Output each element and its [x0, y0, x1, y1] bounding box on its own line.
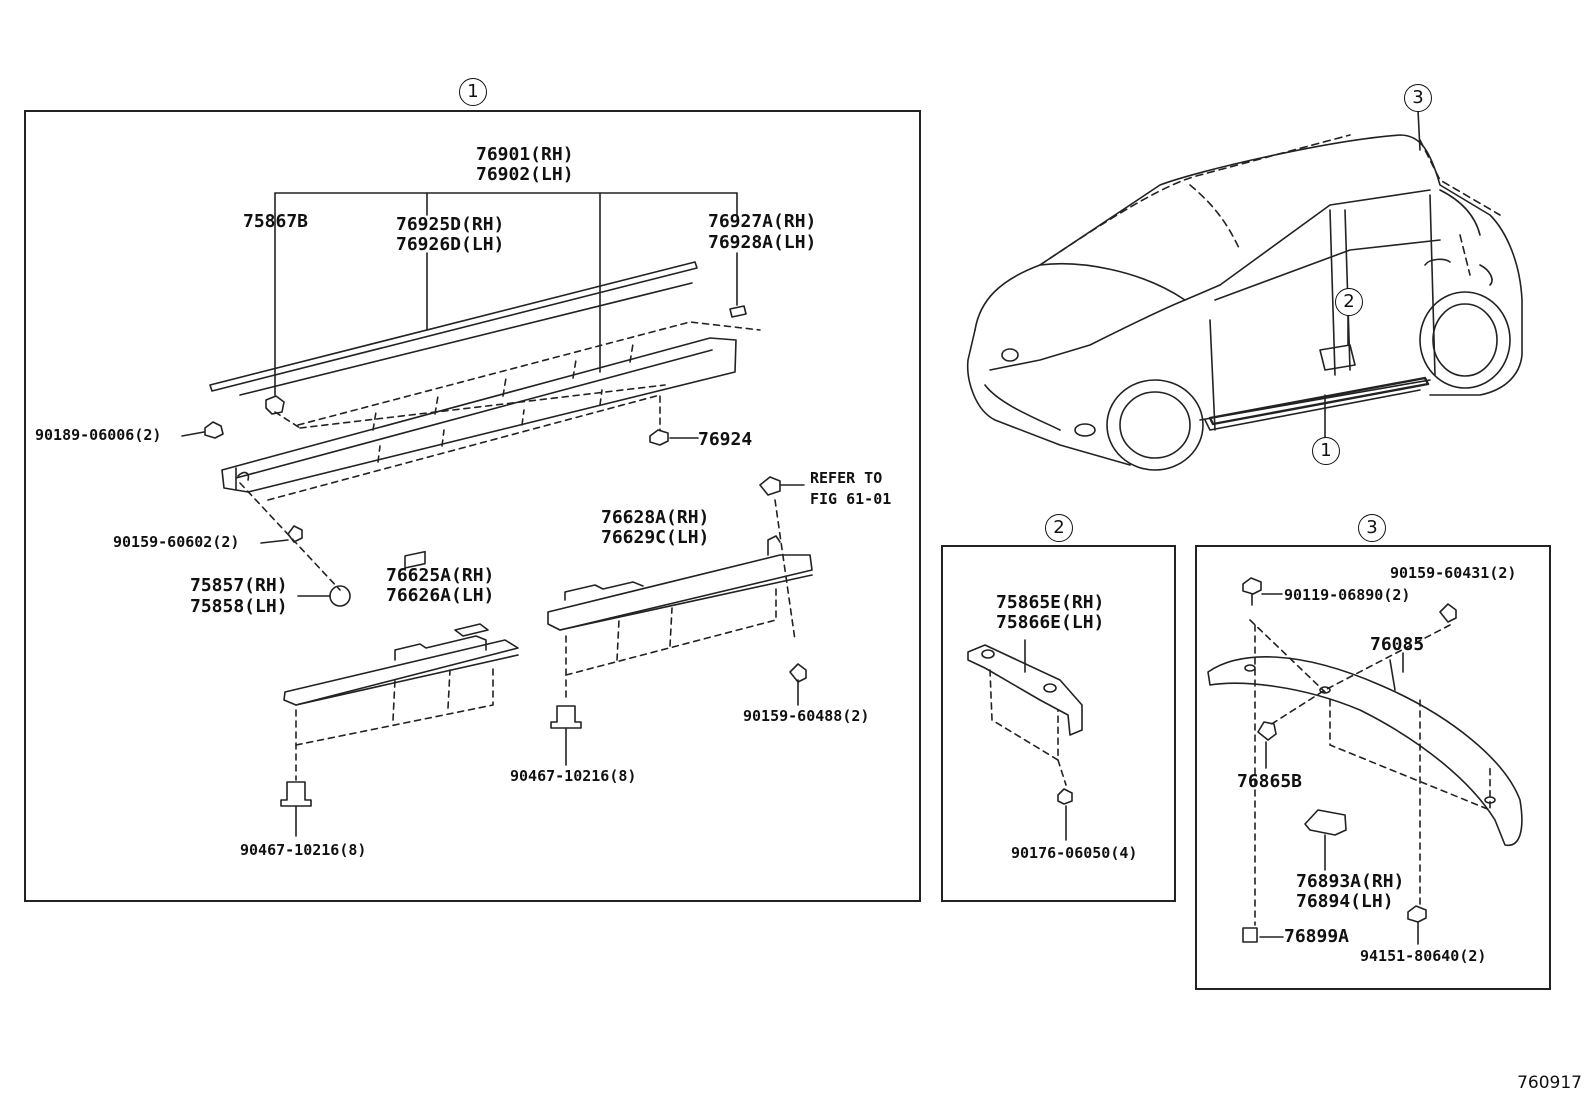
step-plate-right: [547, 535, 813, 631]
leader-76901: [274, 192, 738, 396]
label-75867B: 75867B: [243, 211, 309, 232]
moulding-strip: [209, 261, 698, 396]
label-75865E: 75865E(RH): [996, 592, 1105, 613]
label-75858: 75858(LH): [190, 596, 288, 617]
label-90159-60488: 90159-60488(2): [743, 707, 870, 725]
label-76626A: 76626A(LH): [386, 585, 495, 606]
label-90176: 90176-06050(4): [1011, 844, 1138, 862]
label-76894: 76894(LH): [1296, 891, 1394, 912]
label-refer-line1: REFER TO: [810, 469, 883, 487]
callout-3-box: 3: [1358, 514, 1386, 542]
box-3-frame: [1195, 545, 1551, 990]
step-plate-left: [283, 550, 519, 706]
label-75866E: 75866E(LH): [996, 612, 1105, 633]
rocker-dashes: [239, 321, 761, 591]
rocker-panel: [221, 337, 737, 493]
label-76865B: 76865B: [1237, 771, 1303, 792]
label-76893A: 76893A(RH): [1296, 871, 1405, 892]
label-90119: 90119-06890(2): [1284, 586, 1411, 604]
bracket-75865E: [967, 639, 1083, 736]
callout-1-main: 1: [459, 78, 487, 106]
label-76085: 76085: [1370, 634, 1425, 655]
label-90467-middle: 90467-10216(8): [510, 767, 637, 785]
label-76928A: 76928A(LH): [708, 232, 817, 253]
car-outline: [966, 134, 1523, 471]
callout-3-car: 3: [1404, 84, 1432, 112]
label-90159-60602: 90159-60602(2): [113, 533, 240, 551]
label-94151: 94151-80640(2): [1360, 947, 1487, 965]
label-76925D: 76925D(RH): [396, 214, 505, 235]
label-76901: 76901(RH): [476, 144, 574, 165]
label-90189: 90189-06006(2): [35, 426, 162, 444]
label-76927A: 76927A(RH): [708, 211, 817, 232]
callout-1-car: 1: [1312, 437, 1340, 465]
box-2-frame: [941, 545, 1176, 902]
car-dashes: [1039, 134, 1501, 276]
label-76899A: 76899A: [1284, 926, 1350, 947]
figure-code: 760917: [1517, 1073, 1582, 1093]
label-76924: 76924: [698, 429, 753, 450]
label-76926D: 76926D(LH): [396, 234, 505, 255]
callout-2-box: 2: [1045, 514, 1073, 542]
label-76629C: 76629C(LH): [601, 527, 710, 548]
label-90159-60431: 90159-60431(2): [1390, 564, 1517, 582]
label-76628A: 76628A(RH): [601, 507, 710, 528]
label-90467-lower: 90467-10216(8): [240, 841, 367, 859]
label-76902: 76902(LH): [476, 164, 574, 185]
label-refer-line2: FIG 61-01: [810, 490, 892, 508]
label-76625A: 76625A(RH): [386, 565, 495, 586]
callout-2-car: 2: [1335, 288, 1363, 316]
label-75857: 75857(RH): [190, 575, 288, 596]
box-1-frame: [24, 110, 921, 902]
